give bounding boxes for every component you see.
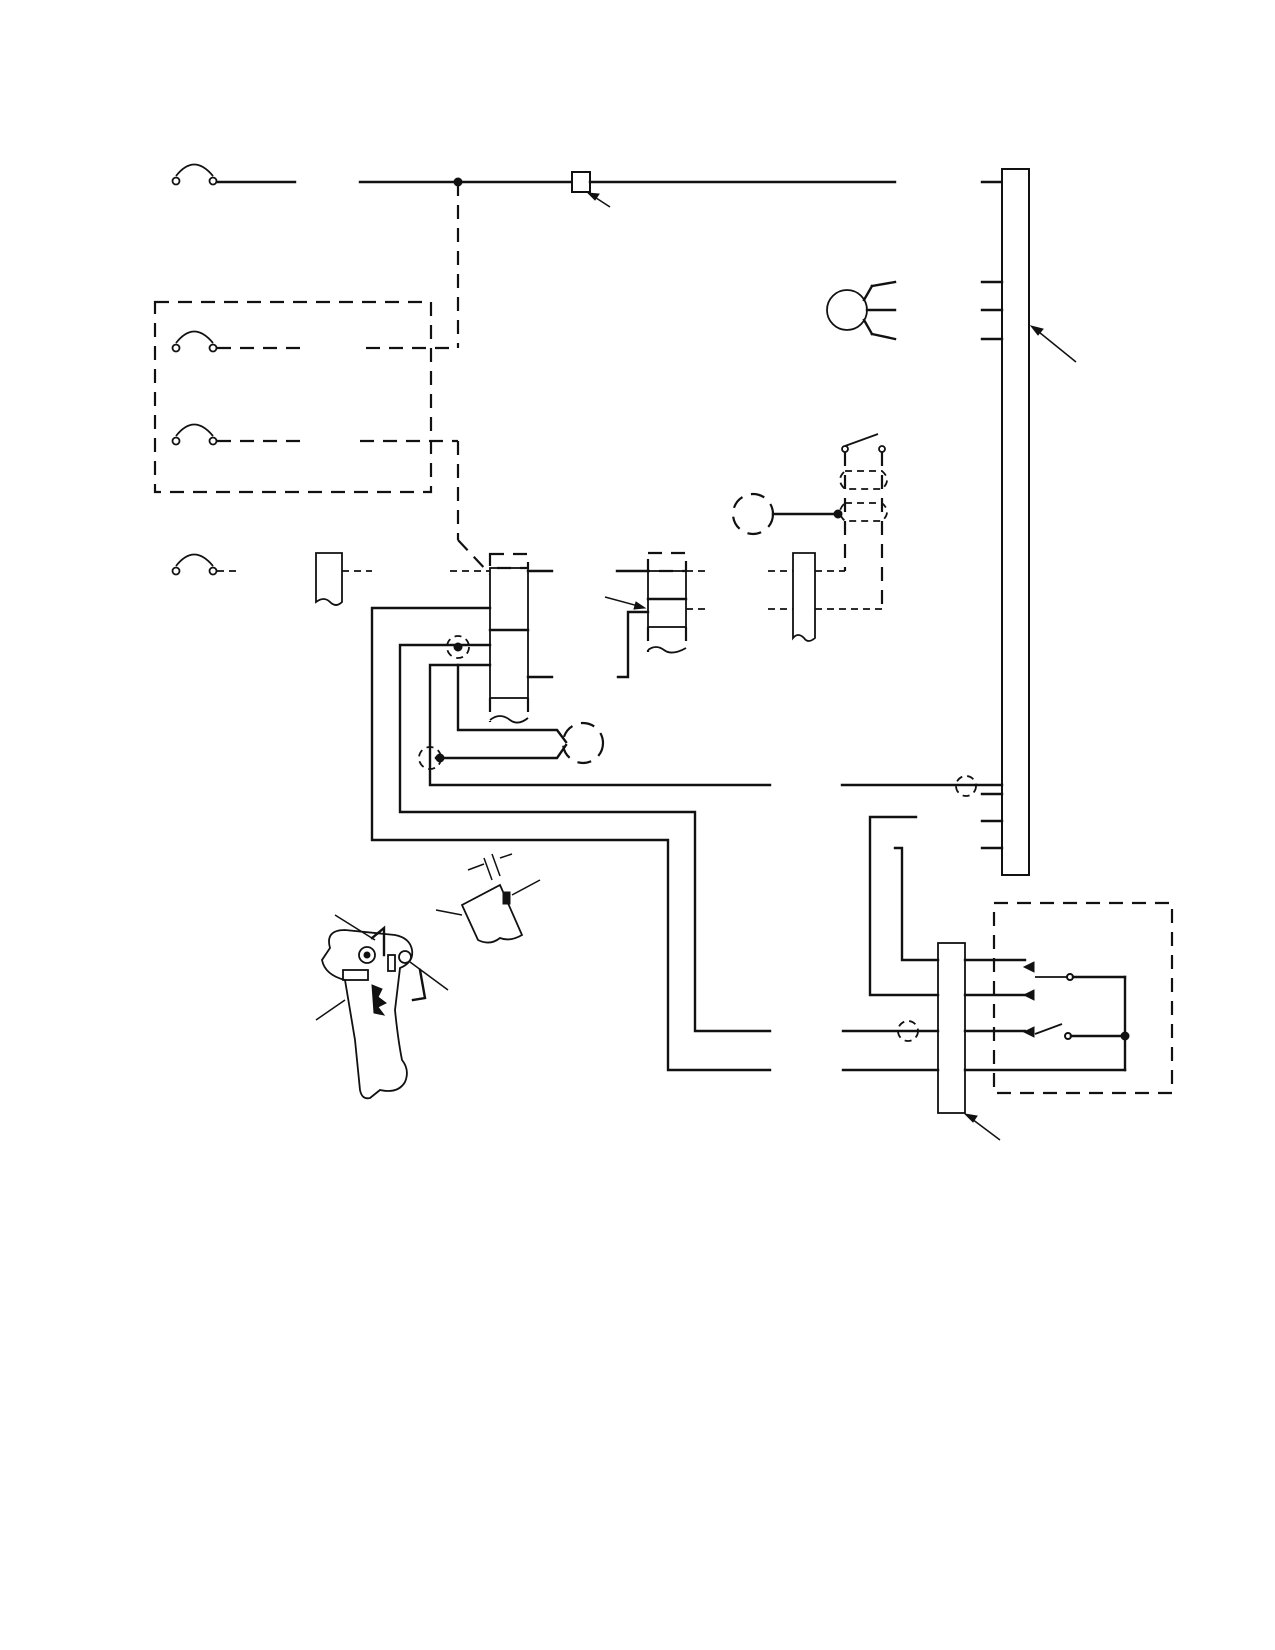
switch-assembly-icon [841, 815, 1174, 1141]
circuit-breaker-icon [171, 423, 218, 446]
motor-icon [561, 721, 605, 765]
junction-dot [453, 642, 463, 652]
junction-dot [435, 753, 445, 763]
circuit-breaker-icon [171, 330, 218, 353]
motor-icon [826, 280, 897, 341]
leader-arrow [963, 1113, 1001, 1141]
leader-arrow [604, 596, 647, 610]
relay-connector-icon [450, 552, 554, 724]
connector-plug-icon [315, 552, 372, 606]
connector-block-icon [604, 551, 705, 679]
leader-arrow [586, 192, 611, 208]
splice-marker [446, 635, 470, 659]
optional-breaker-box [153, 300, 491, 575]
splice-marker [955, 775, 977, 797]
circuit-breaker-icon [171, 163, 218, 186]
main-bus-group [171, 163, 1004, 208]
motor-icon [731, 492, 840, 536]
terminal-board-icon [980, 168, 1077, 876]
wire-harness [370, 606, 1004, 1072]
circuit-breaker-icon [171, 553, 238, 576]
connector-block-icon [571, 171, 591, 193]
terminal-board-icon [937, 942, 966, 1114]
handgrip-controller-icon [315, 914, 449, 1100]
switch-assembly-icon [833, 433, 888, 609]
connector-plug-icon [768, 552, 882, 642]
leader-arrow [1029, 325, 1077, 363]
splice-marker [897, 1020, 919, 1042]
bracket-detail-icon [435, 853, 541, 944]
